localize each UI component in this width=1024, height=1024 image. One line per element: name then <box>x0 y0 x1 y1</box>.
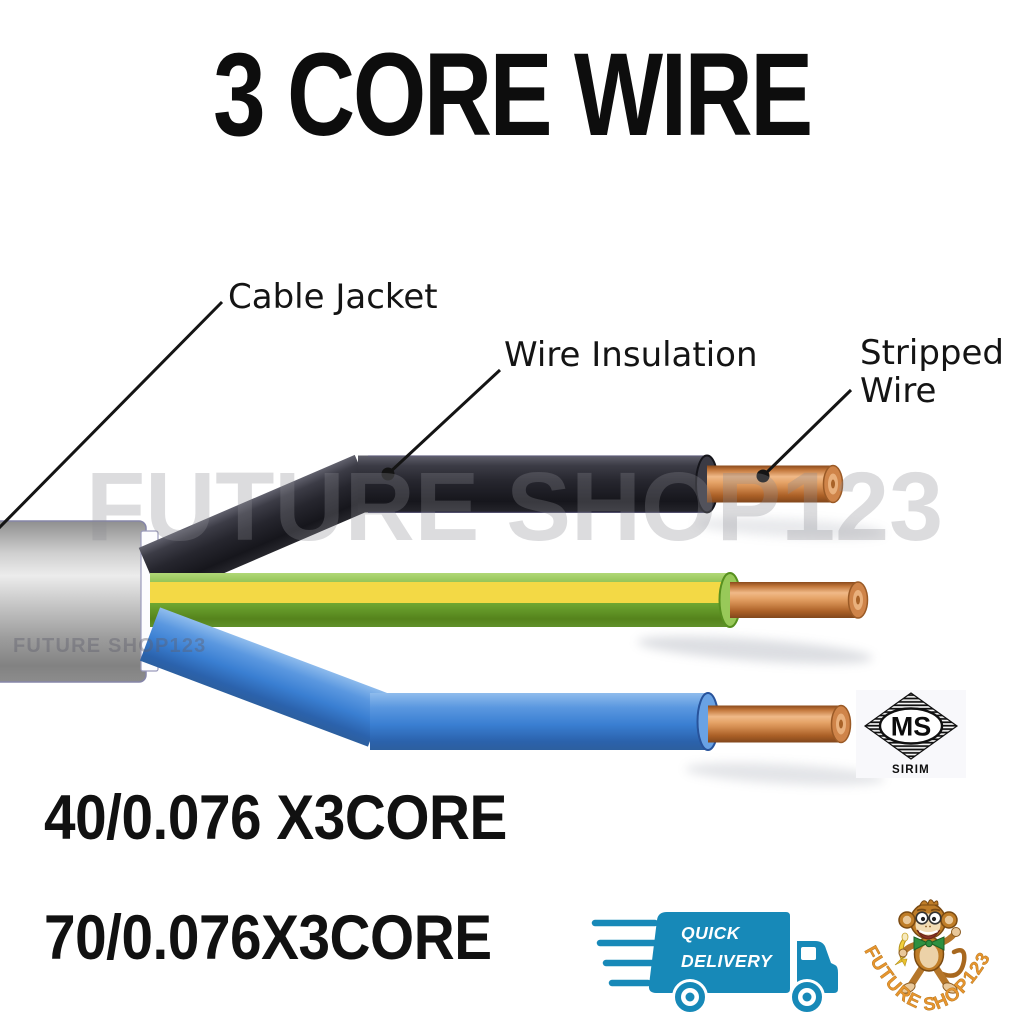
brand-mascot: FUTURE SHOP123 <box>860 899 993 1015</box>
page-title: 3 CORE WIRE <box>213 29 813 161</box>
wire-live-black <box>138 454 844 601</box>
quick-text: QUICK <box>681 923 741 943</box>
wheels <box>672 979 825 1015</box>
label-stripped-wire: Stripped Wire <box>860 333 1005 412</box>
product-code-1: 40/0.076 X3CORE <box>44 783 507 853</box>
wire-neutral-blue <box>139 607 852 751</box>
wire-shadows <box>637 517 885 786</box>
copper-end-cap <box>847 581 869 619</box>
sirim-text: SIRIM <box>892 764 930 776</box>
leader-wire-insulation <box>386 368 502 476</box>
wire-earth-green-yellow <box>150 572 869 628</box>
stripped-copper-earth <box>730 582 858 618</box>
leader-stripped-wire <box>761 388 853 478</box>
monkey-icon <box>894 899 967 994</box>
bowtie-icon <box>913 936 945 951</box>
ms-mark: MS <box>891 712 932 742</box>
copper-end-cap <box>830 704 852 744</box>
copper-end-cap <box>822 464 844 504</box>
stripped-copper-neutral <box>708 705 841 743</box>
watermark-large: FUTURE SHOP123 <box>86 452 944 561</box>
watermark-small: FUTURE SHOP123 <box>13 635 207 657</box>
delivery-text: DELIVERY <box>681 951 773 971</box>
label-wire-insulation: Wire Insulation <box>504 335 758 375</box>
stripped-copper-live <box>707 465 833 503</box>
sirim-certification-logo: MS SIRIM <box>856 690 966 778</box>
cab-window <box>801 947 816 960</box>
truck-icon: QUICK DELIVERY <box>648 912 838 1015</box>
quick-delivery-badge: QUICK DELIVERY <box>591 912 838 1015</box>
leader-lines <box>0 300 853 530</box>
product-code-2: 70/0.076X3CORE <box>44 903 492 973</box>
label-cable-jacket: Cable Jacket <box>228 277 438 317</box>
leader-cable-jacket <box>0 300 224 530</box>
